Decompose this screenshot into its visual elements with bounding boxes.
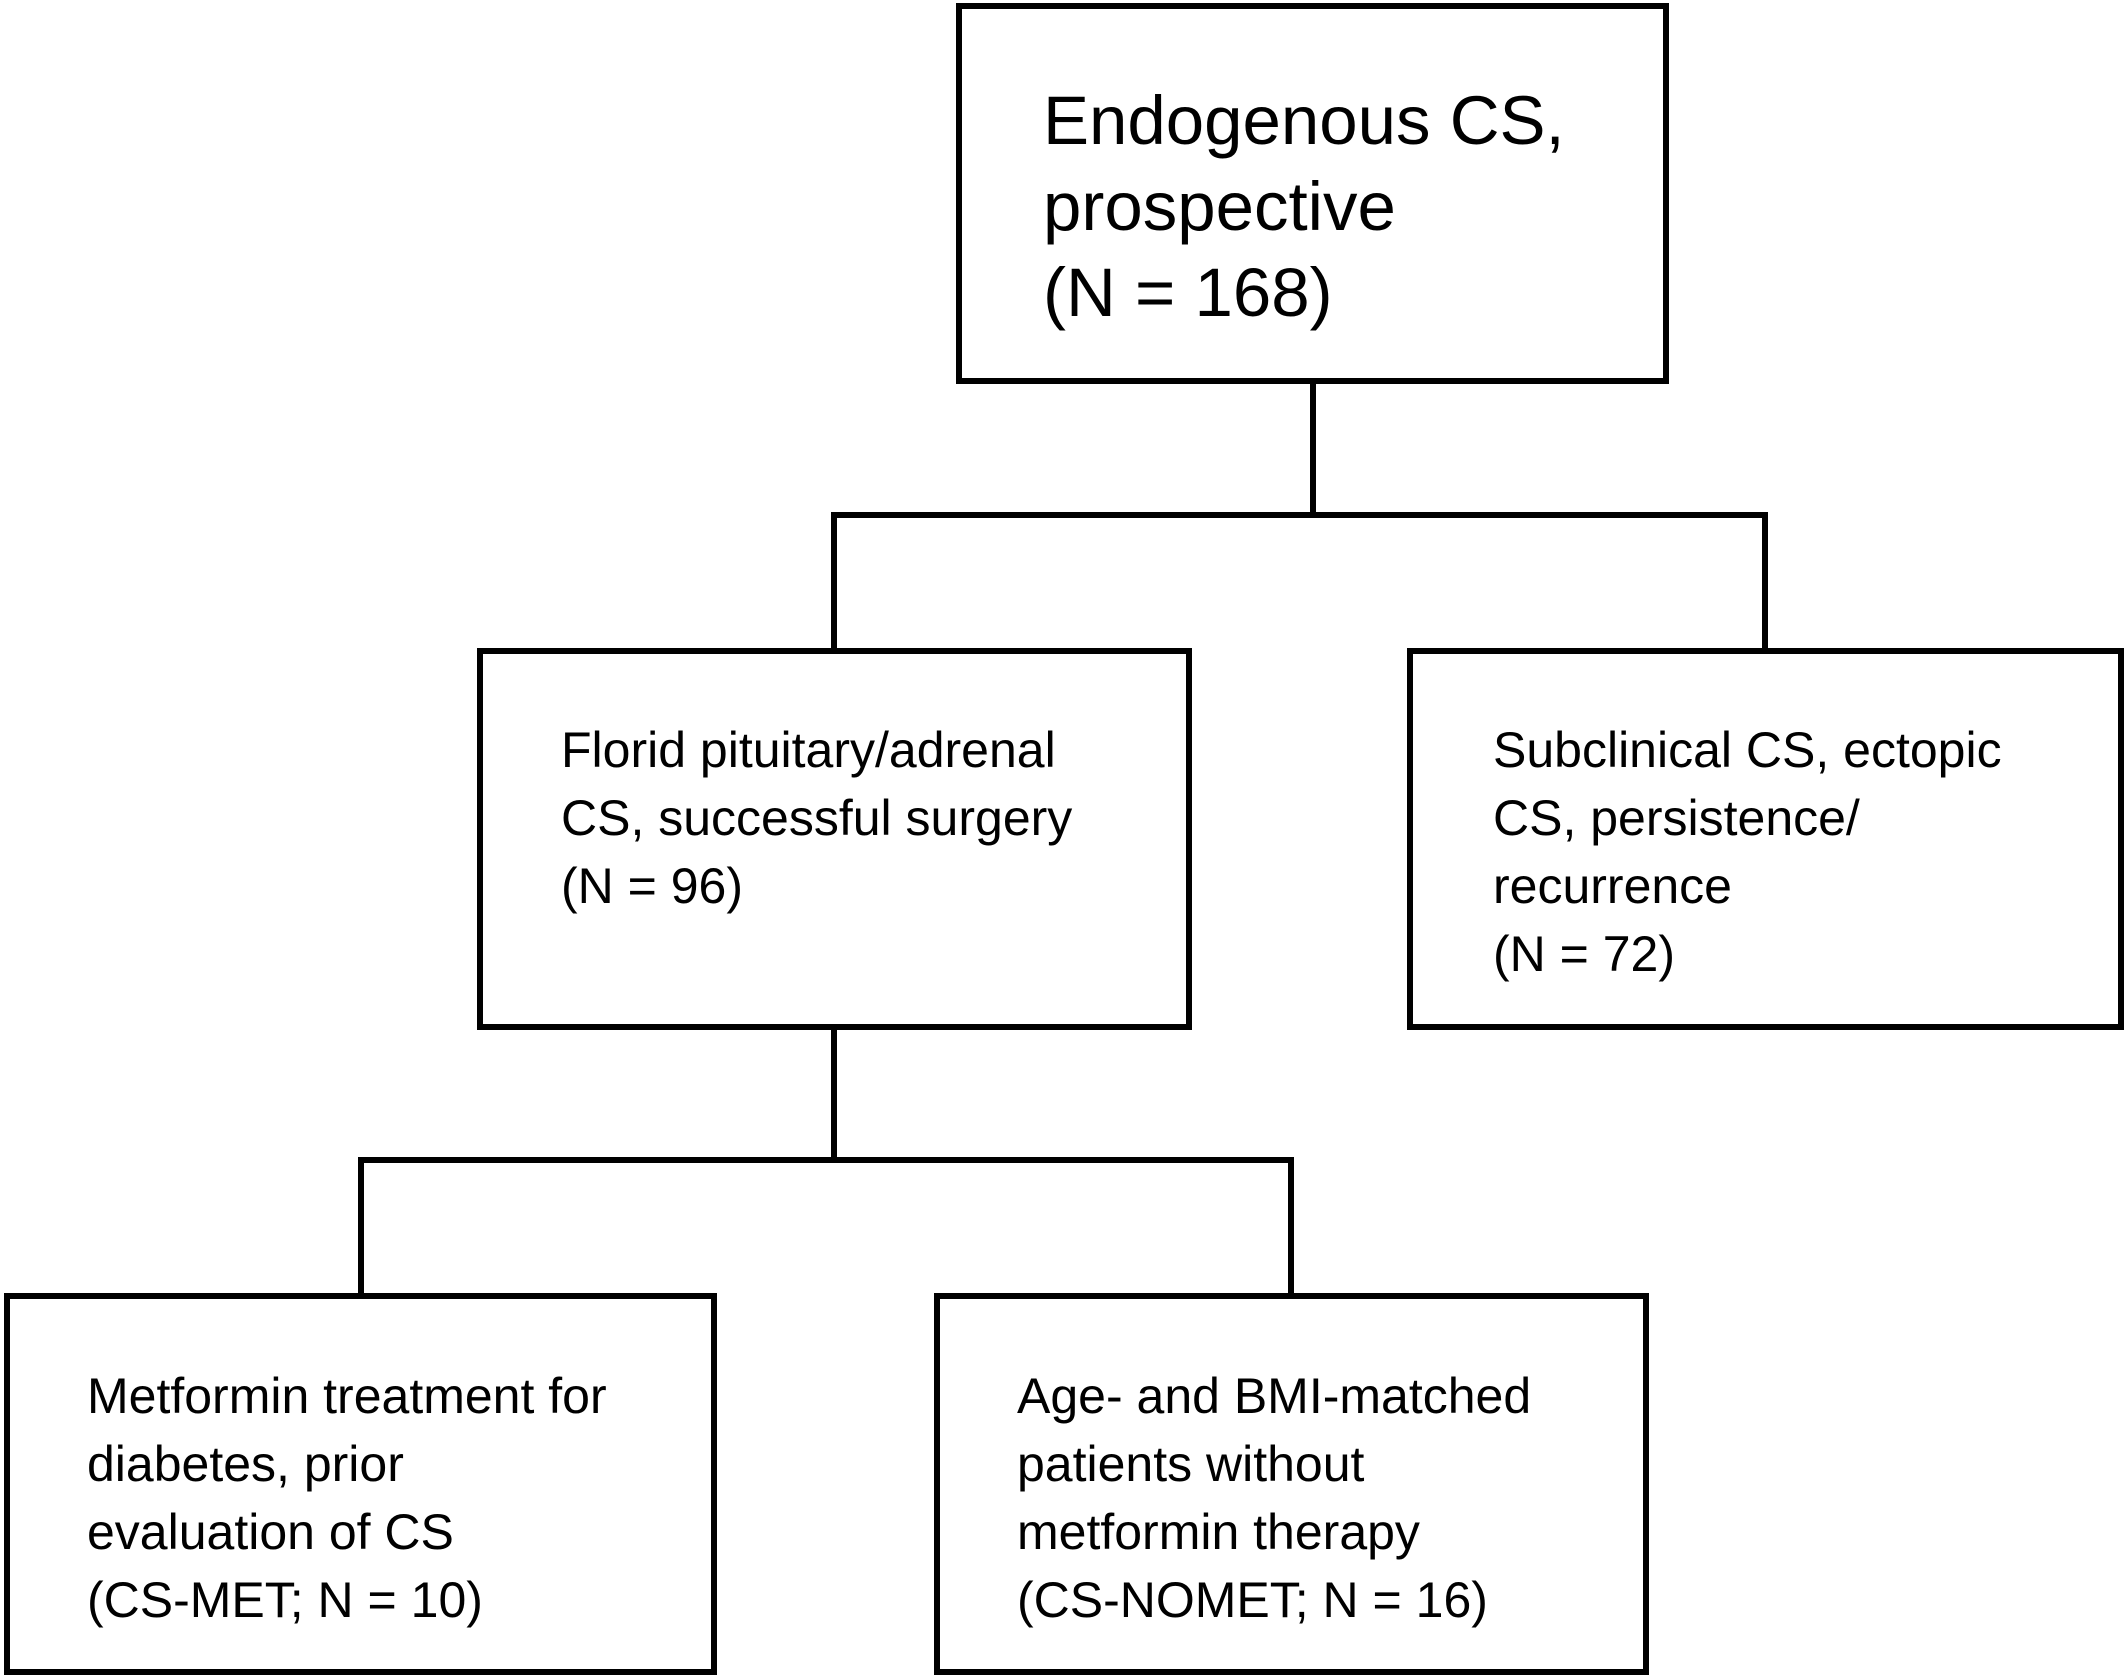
node-subclinical-cs: Subclinical CS, ectopic CS, persistence/…: [1407, 648, 2124, 1030]
connector-root-to-level2: [831, 381, 1768, 651]
node-cs-nomet: Age- and BMI-matched patients without me…: [934, 1293, 1649, 1675]
node-subclinical-cs-text: Subclinical CS, ectopic CS, persistence/…: [1493, 716, 2002, 988]
node-endogenous-cs-text: Endogenous CS, prospective (N = 168): [1043, 78, 1565, 336]
node-text-line: diabetes, prior: [87, 1436, 404, 1492]
node-text-line: CS, persistence/: [1493, 790, 1860, 846]
node-text-line: (N = 96): [561, 858, 744, 914]
node-cs-met-text: Metformin treatment for diabetes, prior …: [87, 1362, 607, 1634]
node-florid-cs: Florid pituitary/adrenal CS, successful …: [477, 648, 1192, 1030]
node-text-line: patients without: [1017, 1436, 1365, 1492]
node-text-line: Metformin treatment for: [87, 1368, 607, 1424]
node-text-line: recurrence: [1493, 858, 1732, 914]
node-text-line: prospective: [1043, 168, 1396, 245]
node-text-line: Endogenous CS,: [1043, 82, 1565, 159]
node-florid-cs-text: Florid pituitary/adrenal CS, successful …: [561, 716, 1072, 920]
node-text-line: Subclinical CS, ectopic: [1493, 722, 2002, 778]
node-text-line: (CS-NOMET; N = 16): [1017, 1572, 1488, 1628]
node-endogenous-cs: Endogenous CS, prospective (N = 168): [956, 3, 1669, 384]
node-cs-met: Metformin treatment for diabetes, prior …: [4, 1293, 717, 1675]
node-text-line: (N = 72): [1493, 926, 1676, 982]
node-text-line: (CS-MET; N = 10): [87, 1572, 483, 1628]
node-text-line: metformin therapy: [1017, 1504, 1420, 1560]
connector-florid-to-level3: [358, 1027, 1294, 1296]
node-cs-nomet-text: Age- and BMI-matched patients without me…: [1017, 1362, 1531, 1634]
node-text-line: Florid pituitary/adrenal: [561, 722, 1056, 778]
node-text-line: CS, successful surgery: [561, 790, 1073, 846]
node-text-line: (N = 168): [1043, 254, 1333, 331]
node-text-line: evaluation of CS: [87, 1504, 454, 1560]
node-text-line: Age- and BMI-matched: [1017, 1368, 1532, 1424]
